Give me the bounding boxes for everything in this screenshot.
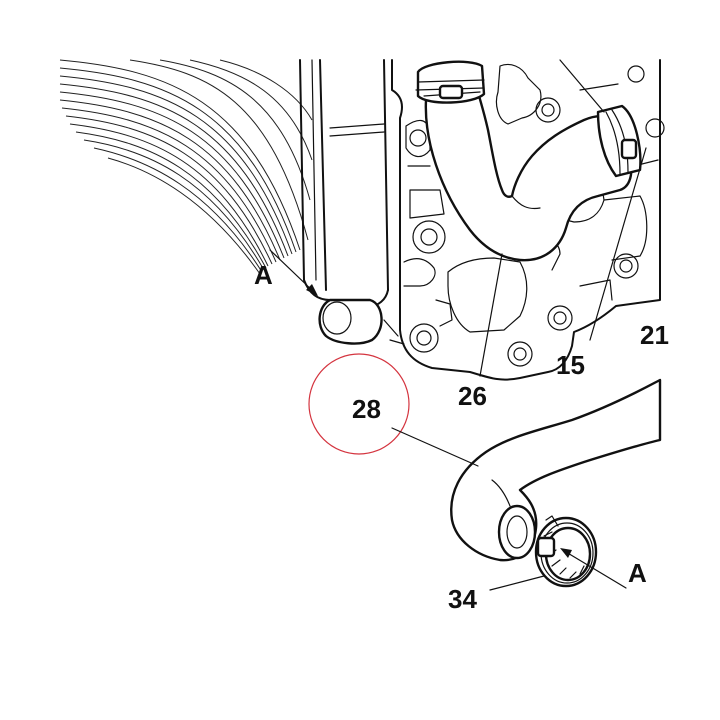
- leader-lines: [269, 59, 647, 591]
- radiator-tank: [299, 59, 389, 345]
- callout-28: 28: [352, 394, 381, 424]
- engine-casting: [383, 59, 665, 381]
- callout-21: 21: [640, 320, 669, 350]
- callout-15: 15: [556, 350, 585, 380]
- callout-a-right: A: [628, 558, 647, 588]
- lower-hose-28: [450, 378, 662, 562]
- callout-26: 26: [458, 381, 487, 411]
- callout-34: 34: [448, 584, 477, 614]
- upper-hose-26: [415, 60, 642, 262]
- radiator-fins: [59, 59, 313, 275]
- callout-a-left: A: [254, 260, 273, 290]
- highlight-circle: [308, 353, 410, 455]
